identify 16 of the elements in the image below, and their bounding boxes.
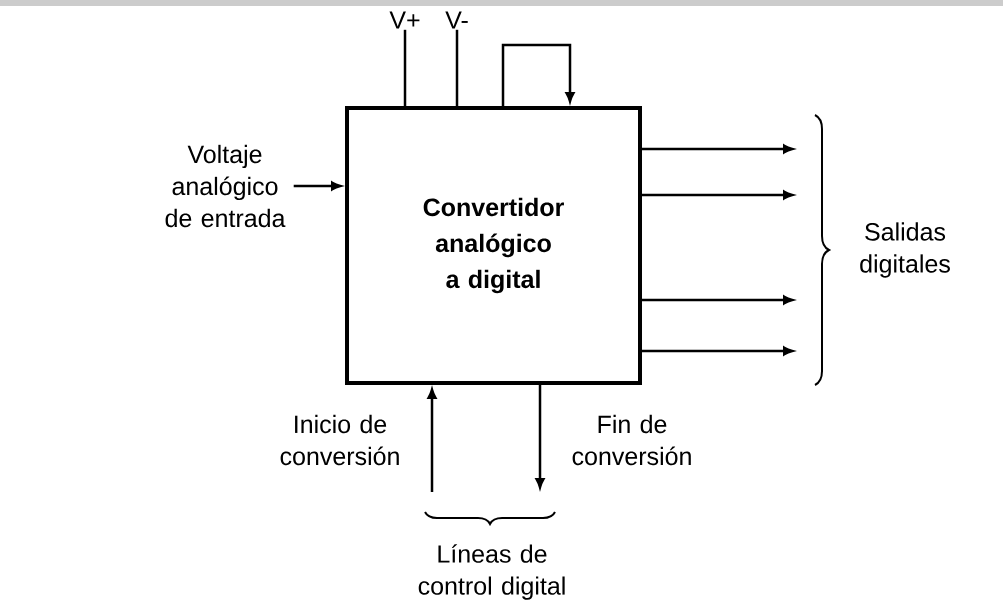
arrow bbox=[642, 295, 794, 305]
converter-box: Convertidor analógico a digital bbox=[345, 106, 642, 385]
edge-label: Inicio de conversión bbox=[280, 414, 399, 466]
group-label: Líneas de control digital bbox=[418, 544, 565, 600]
arrow bbox=[427, 388, 437, 492]
arrow bbox=[642, 190, 794, 200]
arrow bbox=[535, 385, 545, 489]
arrow bbox=[642, 144, 794, 154]
pin-label: V- bbox=[445, 11, 468, 29]
arrow bbox=[501, 43, 575, 106]
pin-label: V+ bbox=[389, 11, 420, 29]
arrow bbox=[642, 346, 794, 356]
arrow bbox=[293, 181, 342, 191]
edge-label: Fin de conversión bbox=[572, 414, 691, 466]
input-label: Voltaje analógico de entrada bbox=[165, 144, 286, 228]
group-label: Salidas digitales bbox=[860, 222, 950, 278]
